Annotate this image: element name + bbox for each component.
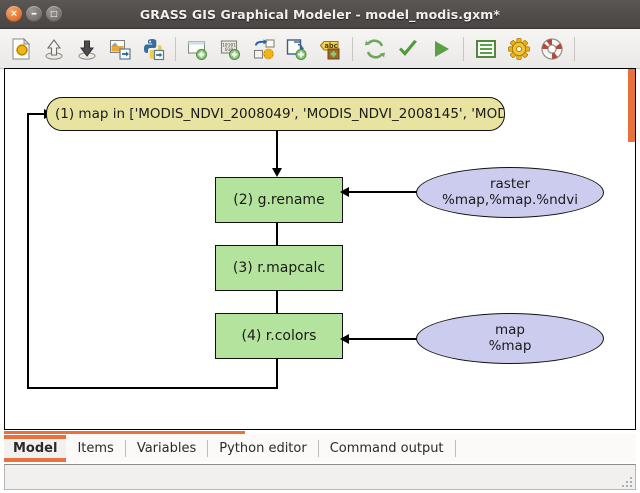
open-model-icon [42,37,66,61]
model-canvas[interactable]: (1) map in ['MODIS_NDVI_2008049', 'MODIS… [4,68,636,430]
redraw-icon [363,37,387,61]
settings-button[interactable] [504,32,534,66]
properties-icon [474,37,498,61]
export-image-button[interactable] [105,32,135,66]
minimize-icon: – [31,5,37,20]
parameter-name: raster [489,175,530,192]
loop-edge-top [27,113,46,115]
bottom-tab-bar: Model Items Variables Python editor Comm… [4,434,636,462]
loop-edge-down [276,356,278,389]
edge-3-4 [276,291,278,332]
tab-divider [207,440,209,457]
toolbar-separator [352,36,353,61]
window-controls: × – □ [0,6,62,22]
new-model-button[interactable] [6,32,36,66]
maximize-button[interactable]: □ [46,6,62,22]
validate-icon [396,37,420,61]
add-data-button[interactable]: 10101 010 [216,32,246,66]
add-relation-icon [252,37,276,61]
model-node-label: (1) map in ['MODIS_NDVI_2008049', 'MODIS… [55,106,505,122]
tab-items[interactable]: Items [66,435,124,462]
settings-icon [507,37,531,61]
toolbar-separator [574,36,575,61]
parameter-name: map [494,321,525,338]
export-image-icon [108,37,132,61]
model-node-parameter-map[interactable]: map %map [416,313,604,364]
svg-text:10101: 10101 [222,42,236,48]
tab-label: Command output [329,441,444,456]
parameter-value: %map [488,337,532,354]
model-node-command-r-colors[interactable]: (4) r.colors [215,313,343,359]
title-bar: × – □ GRASS GIS Graphical Modeler - mode… [0,0,640,29]
open-model-button[interactable] [39,32,69,66]
svg-text:abc: abc [324,42,337,50]
properties-button[interactable] [471,32,501,66]
tab-python-editor[interactable]: Python editor [208,435,317,462]
minimize-button[interactable]: – [26,6,42,22]
save-model-button[interactable] [72,32,102,66]
tab-label: Variables [136,441,197,456]
edge-param-map [349,338,420,340]
model-node-parameter-text: raster %map,%map.%ndvi [442,175,578,208]
edge-param-map-arrowhead [340,334,349,344]
model-node-label: (2) g.rename [233,192,325,208]
model-node-parameter-raster[interactable]: raster %map,%map.%ndvi [416,167,604,218]
tab-command-output[interactable]: Command output [319,435,455,462]
add-comment-button[interactable]: abc [315,32,345,66]
edge-param-raster-arrowhead [340,187,349,197]
close-button[interactable]: × [6,6,22,22]
redraw-button[interactable] [360,32,390,66]
validate-button[interactable] [393,32,423,66]
parameter-value: %map,%map.%ndvi [442,191,578,208]
tab-label: Items [77,441,114,456]
window-title: GRASS GIS Graphical Modeler - model_modi… [139,6,501,22]
tab-accent-line [4,431,245,435]
tab-divider [317,440,319,457]
add-command-icon [186,37,210,61]
model-node-command-g-rename[interactable]: (2) g.rename [215,177,343,223]
canvas-vertical-scrollbar[interactable] [628,69,635,142]
resize-grip-icon[interactable] [620,475,632,487]
toolbar-separator [463,36,464,61]
edge-2-3 [276,223,278,264]
close-icon: × [10,8,18,19]
run-button[interactable] [426,32,456,66]
edge-1-2-arrowhead [272,168,282,177]
model-node-command-r-mapcalc[interactable]: (3) r.mapcalc [215,245,343,291]
tab-divider [124,440,126,457]
svg-text:010: 010 [225,47,234,53]
tab-variables[interactable]: Variables [126,435,207,462]
loop-edge-left [27,113,29,388]
toolbar-separator [175,36,176,61]
model-node-parameter-text: map %map [488,321,532,354]
add-relation-button[interactable] [249,32,279,66]
main-toolbar: 10101 010 [0,29,640,69]
model-canvas-content: (1) map in ['MODIS_NDVI_2008049', 'MODIS… [5,69,635,429]
tab-label: Model [13,441,58,456]
maximize-icon: □ [50,9,58,18]
new-model-icon [9,37,33,61]
edge-param-raster [349,191,420,193]
model-node-label: (4) r.colors [241,328,317,344]
add-command-button[interactable] [183,32,213,66]
edge-1-2 [276,131,278,172]
model-node-data-map-in[interactable]: (1) map in ['MODIS_NDVI_2008049', 'MODIS… [46,97,505,131]
add-comment-icon: abc [318,37,342,61]
tab-model[interactable]: Model [4,435,67,462]
tab-divider [454,440,456,457]
loop-edge-bottom [27,387,277,389]
help-button[interactable] [537,32,567,66]
run-icon [429,37,453,61]
status-bar [4,464,636,490]
add-data-icon: 10101 010 [219,37,243,61]
tab-label: Python editor [219,441,307,456]
export-python-icon [141,37,165,61]
model-node-label: (3) r.mapcalc [232,260,326,276]
export-python-button[interactable] [138,32,168,66]
add-loop-icon [285,37,309,61]
help-icon [540,37,564,61]
save-model-icon [75,37,99,61]
add-loop-button[interactable] [282,32,312,66]
